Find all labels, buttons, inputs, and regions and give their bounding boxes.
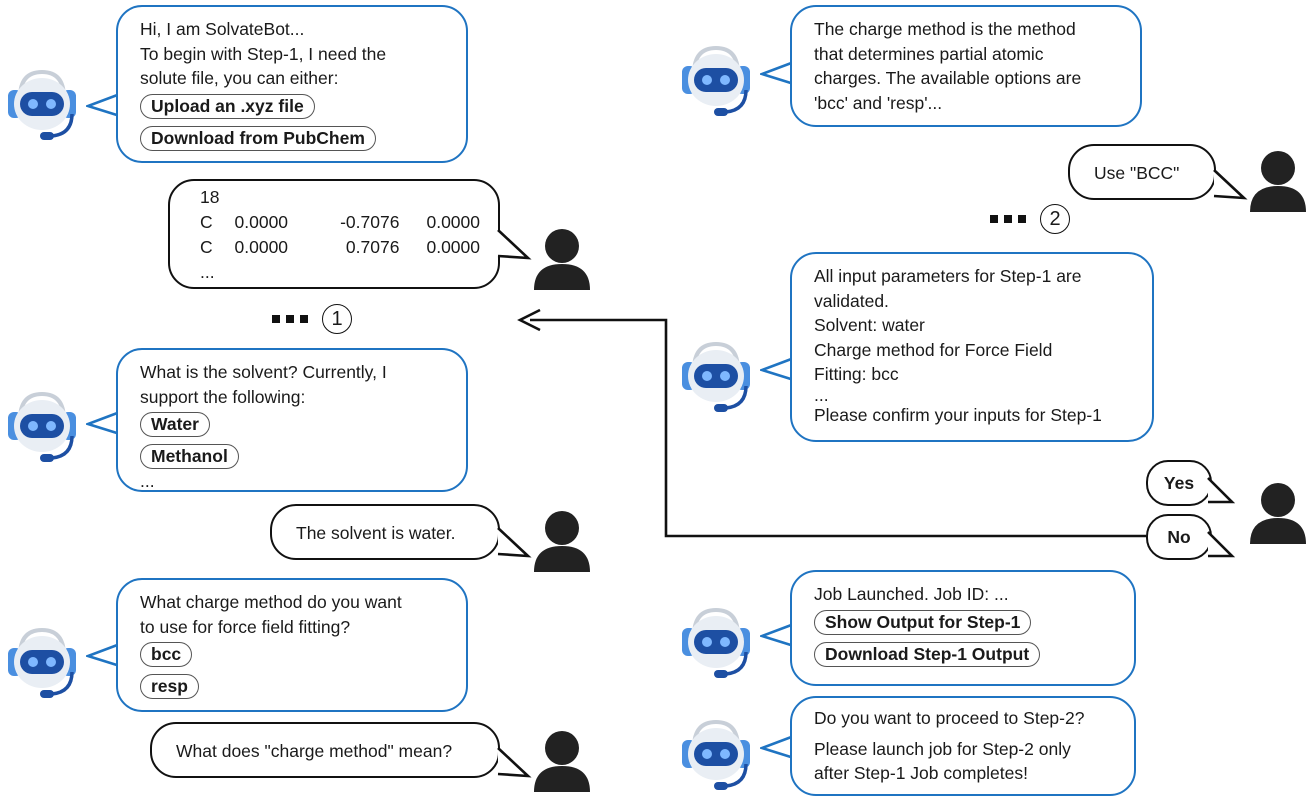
- message-line: validated.: [814, 290, 889, 311]
- bot-message-validation: All input parameters for Step-1 are vali…: [790, 252, 1154, 442]
- upload-xyz-button[interactable]: Upload an .xyz file: [140, 93, 315, 119]
- message-text: What does "charge method" mean?: [176, 740, 453, 761]
- bubble-tail: [760, 622, 795, 648]
- bot-avatar-icon: [680, 608, 752, 680]
- message-line: Fitting: bcc: [814, 364, 899, 384]
- xyz-ellipsis: ...: [200, 262, 215, 282]
- step-number: 1: [322, 304, 352, 334]
- message-line: What is the solvent? Currently, I: [140, 362, 387, 382]
- user-avatar-icon: [534, 229, 590, 290]
- message-ellipsis: ...: [140, 471, 155, 491]
- message-line: Job Launched. Job ID: ...: [814, 584, 1009, 604]
- resp-option-button[interactable]: resp: [140, 674, 199, 699]
- show-output-button[interactable]: Show Output for Step-1: [814, 609, 1032, 635]
- methanol-option-button[interactable]: Methanol: [140, 444, 239, 469]
- message-line: To begin with Step-1, I need the: [140, 43, 387, 64]
- xyz-atom-count: 18: [200, 187, 220, 207]
- message-line: that determines partial atomic: [814, 43, 1044, 64]
- message-line: 'bcc' and 'resp'...: [814, 92, 943, 113]
- bubble-tail: [86, 642, 121, 668]
- bot-message-job-launched: Job Launched. Job ID: ... Show Output fo…: [790, 570, 1136, 686]
- user-avatar-icon: [1250, 151, 1306, 212]
- bubble-tail: [1207, 477, 1236, 504]
- ellipsis-dots: [272, 315, 308, 323]
- bubble-tail: [497, 747, 532, 778]
- bubble-tail: [86, 410, 121, 436]
- message-text: Use "BCC": [1094, 162, 1180, 183]
- bot-message-welcome: Hi, I am SolvateBot... To begin with Ste…: [116, 5, 468, 163]
- user-avatar-icon: [534, 511, 590, 572]
- message-line: What charge method do you want: [140, 592, 402, 612]
- ellipsis-dots: [990, 215, 1026, 223]
- message-line: Solvent: water: [814, 315, 925, 335]
- bubble-tail: [497, 229, 532, 260]
- message-ellipsis: ...: [814, 384, 829, 405]
- message-line: support the following:: [140, 386, 306, 407]
- bot-avatar-icon: [680, 720, 752, 792]
- user-avatar-icon: [1250, 483, 1306, 544]
- bubble-tail: [760, 734, 795, 760]
- bot-message-charge-explanation: The charge method is the method that det…: [790, 5, 1142, 127]
- bot-avatar-icon: [680, 46, 752, 118]
- message-line: Do you want to proceed to Step-2?: [814, 708, 1085, 728]
- bot-avatar-icon: [6, 392, 78, 464]
- message-line: All input parameters for Step-1 are: [814, 266, 1082, 286]
- bubble-tail: [497, 527, 532, 558]
- message-line: charges. The available options are: [814, 68, 1082, 88]
- user-avatar-icon: [534, 731, 590, 792]
- water-option-button[interactable]: Water: [140, 412, 210, 437]
- user-message-question: What does "charge method" mean?: [150, 722, 500, 778]
- bot-message-charge-method: What charge method do you want to use fo…: [116, 578, 468, 712]
- bot-avatar-icon: [680, 342, 752, 414]
- message-line: after Step-1 Job completes!: [814, 763, 1028, 783]
- bubble-tail: [1207, 531, 1236, 558]
- step-number: 2: [1040, 204, 1070, 234]
- bcc-option-button[interactable]: bcc: [140, 642, 193, 667]
- message-line: to use for force field fitting?: [140, 616, 351, 637]
- message-line: Hi, I am SolvateBot...: [140, 19, 305, 39]
- message-line: Charge method for Force Field: [814, 339, 1053, 360]
- user-message-use-bcc: Use "BCC": [1068, 144, 1216, 200]
- message-line: solute file, you can either:: [140, 68, 339, 88]
- step-marker-2: 2: [990, 204, 1070, 234]
- user-message-solvent: The solvent is water.: [270, 504, 500, 560]
- download-output-button[interactable]: Download Step-1 Output: [814, 641, 1041, 667]
- download-pubchem-button[interactable]: Download from PubChem: [140, 125, 376, 151]
- message-line: The charge method is the method: [814, 19, 1076, 39]
- bot-message-proceed: Do you want to proceed to Step-2? Please…: [790, 696, 1136, 796]
- bot-message-solvent: What is the solvent? Currently, I suppor…: [116, 348, 468, 492]
- yes-reply-button[interactable]: Yes: [1146, 460, 1212, 506]
- bot-avatar-icon: [6, 628, 78, 700]
- bubble-tail: [86, 92, 121, 118]
- bubble-tail: [1213, 169, 1248, 200]
- bot-avatar-icon: [6, 70, 78, 142]
- message-line: Please confirm your inputs for Step-1: [814, 404, 1102, 425]
- step-marker-1: 1: [272, 304, 352, 334]
- bubble-tail: [760, 60, 795, 86]
- message-text: The solvent is water.: [296, 522, 456, 543]
- no-reply-button[interactable]: No: [1146, 514, 1212, 560]
- message-line: Please launch job for Step-2 only: [814, 738, 1071, 759]
